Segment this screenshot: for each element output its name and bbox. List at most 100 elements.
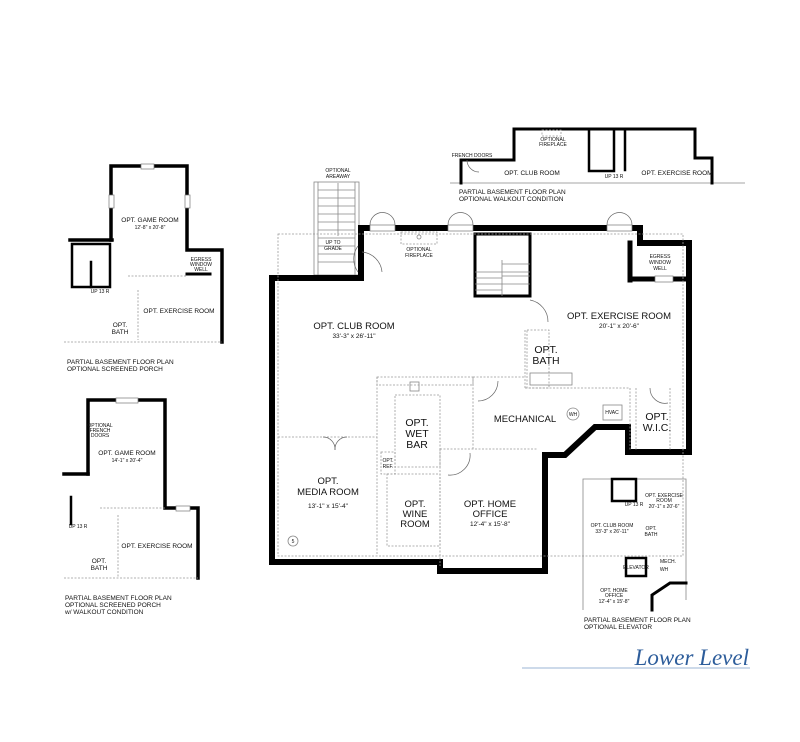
screened-porch-walkout-floor-plan: OPTIONAL FRENCH DOORS OPT. GAME ROOM 14'… [62, 397, 200, 616]
wet-bar-label-2: WET [405, 428, 429, 440]
porch-bath-1: OPT. [113, 322, 128, 329]
porch-egress-1: EGRESS [191, 257, 213, 263]
screened-porch-floor-plan: OPT. GAME ROOM 12'-8" x 20'-8" EGRESS WI… [64, 163, 224, 373]
home-office-label-2: OFFICE [473, 509, 508, 520]
areaway-stairs [313, 181, 360, 276]
porch-walkout-stair: UP 13 R [69, 524, 88, 530]
club-room-dims: 33'-3" x 26'-11" [332, 333, 376, 340]
water-heater-symbol [566, 407, 580, 421]
egress-label-1: EGRESS [650, 254, 672, 260]
wine-room-label-2: WINE [403, 509, 428, 520]
porch-egress-3: WELL [194, 267, 208, 273]
home-office-dims: 12'-4" x 15'-8" [470, 521, 511, 528]
elevator-office-dims: 12'-4" x 15'-8" [599, 599, 630, 605]
porch-egress-2: WINDOW [190, 262, 212, 268]
exercise-room-label: OPT. EXERCISE ROOM [567, 311, 671, 322]
elevator-caption-1: PARTIAL BASEMENT FLOOR PLAN [584, 617, 691, 624]
elevator-bath-1: OPT. [645, 526, 656, 532]
hvac-unit [602, 404, 623, 421]
wh-label: WH [569, 412, 578, 418]
exercise-room-dims: 20'-1" x 20'-6" [599, 323, 640, 330]
areaway-label-2: AREAWAY [326, 174, 351, 180]
porch-walkout-caption-1: PARTIAL BASEMENT FLOOR PLAN [65, 595, 172, 602]
walkout-caption-2: OPTIONAL WALKOUT CONDITION [459, 196, 564, 203]
porch-walkout-caption-3: w/ WALKOUT CONDITION [64, 609, 144, 616]
porch-exercise-room: OPT. EXERCISE ROOM [143, 308, 214, 315]
walkout-stair-label: UP 13 R [605, 174, 624, 180]
porch-walkout-exercise: OPT. EXERCISE ROOM [121, 543, 192, 550]
elevator-office-2: OFFICE [605, 593, 624, 599]
porch-caption-2: OPTIONAL SCREENED PORCH [67, 366, 163, 373]
walkout-floor-plan: FRENCH DOORS OPTIONAL FIREPLACE OPT. CLU… [450, 127, 745, 203]
wet-bar-label-1: OPT. [405, 417, 428, 429]
wine-room-label-3: ROOM [400, 519, 430, 530]
home-office-label-1: OPT. HOME [464, 499, 516, 510]
bath-label-1: OPT. [534, 344, 557, 356]
porch-walkout-game-room: OPT. GAME ROOM [98, 450, 155, 457]
porch-caption-1: PARTIAL BASEMENT FLOOR PLAN [67, 359, 174, 366]
hvac-label: HVAC [605, 410, 619, 416]
main-stair [473, 232, 532, 298]
mechanical-label: MECHANICAL [494, 414, 556, 425]
areaway-label-1: OPTIONAL [325, 168, 351, 174]
window [369, 224, 396, 232]
porch-walkout-bath-2: BATH [91, 565, 108, 572]
egress-label-2: WINDOW [649, 260, 671, 266]
porch-walkout-caption-2: OPTIONAL SCREENED PORCH [65, 602, 161, 609]
walkout-fireplace-2: FIREPLACE [539, 142, 567, 148]
porch-walkout-game-room-dims: 14'-1" x 20'-4" [112, 458, 143, 464]
walkout-caption-1: PARTIAL BASEMENT FLOOR PLAN [459, 189, 566, 196]
elevator-stair-label: UP 13 R [625, 502, 644, 508]
club-room-label: OPT. CLUB ROOM [313, 321, 394, 332]
wic-label-1: OPT. [645, 411, 668, 423]
porch-walkout-french-2: FRENCH [90, 428, 111, 434]
up-to-grade-label-2: GRADE [324, 246, 342, 252]
elevator-office-1: OPT. HOME [600, 588, 628, 594]
elevator-club-room: OPT. CLUB ROOM [591, 523, 634, 529]
ref-label-2: REF. [383, 464, 394, 470]
exterior-wall [269, 225, 692, 574]
porch-game-room: OPT. GAME ROOM [121, 217, 178, 224]
elevator-mech: MECH. [660, 559, 676, 565]
porch-walkout-bath-1: OPT. [92, 558, 107, 565]
media-room-label-2: MEDIA ROOM [297, 487, 359, 498]
up-to-grade-label-1: UP TO [325, 240, 340, 246]
elevator-wh: WH [660, 567, 669, 573]
fireplace [400, 231, 438, 245]
window [606, 224, 633, 232]
marker-label: 5 [292, 539, 295, 545]
elevator-caption-2: OPTIONAL ELEVATOR [584, 624, 652, 631]
porch-walkout-french-1: OPTIONAL [87, 423, 113, 429]
marker-circle [287, 535, 299, 547]
fireplace-label-1: OPTIONAL [406, 247, 432, 253]
media-room-label-1: OPT. [317, 476, 338, 487]
media-room-dims: 13'-1" x 15'-4" [308, 503, 349, 510]
elevator-label: ELEVATOR [623, 565, 649, 571]
walkout-fireplace-1: OPTIONAL [540, 137, 566, 143]
elevator-exercise-2: ROOM [656, 498, 672, 504]
wine-room-label-1: OPT. [404, 499, 425, 510]
walkout-exercise-room: OPT. EXERCISE ROOM [641, 170, 712, 177]
fireplace-label-2: FIREPLACE [405, 253, 433, 259]
elevator-floor-plan: OPT. EXERCISE ROOM 20'-1" x 20'-6" UP 13… [582, 477, 691, 631]
porch-stair-label: UP 13 R [91, 289, 110, 295]
elevator-exercise-dims: 20'-1" x 20'-6" [649, 504, 680, 510]
main-floor-plan: OPTIONAL AREAWAY UP TO GRADE OPTIONAL FI… [269, 168, 692, 574]
elevator-exercise-1: OPT. EXERCISE [645, 493, 683, 499]
porch-game-room-dims: 12'-8" x 20'-8" [135, 225, 166, 231]
wic-label-2: W.I.C. [643, 422, 672, 434]
elevator-club-dims: 33'-3" x 26'-11" [595, 529, 628, 535]
walkout-french-doors: FRENCH DOORS [452, 153, 493, 159]
window [447, 224, 474, 232]
walkout-club-room: OPT. CLUB ROOM [504, 170, 560, 177]
sheet-title: Lower Level [634, 645, 749, 670]
porch-bath-2: BATH [112, 329, 129, 336]
window [654, 275, 674, 283]
elevator-bath-2: BATH [645, 532, 658, 538]
porch-walkout-french-3: DOORS [91, 433, 110, 439]
bathtub [529, 372, 573, 386]
bath-label-2: BATH [532, 355, 559, 367]
egress-label-3: WELL [653, 266, 667, 272]
ref-label-1: OPT. [382, 458, 393, 464]
